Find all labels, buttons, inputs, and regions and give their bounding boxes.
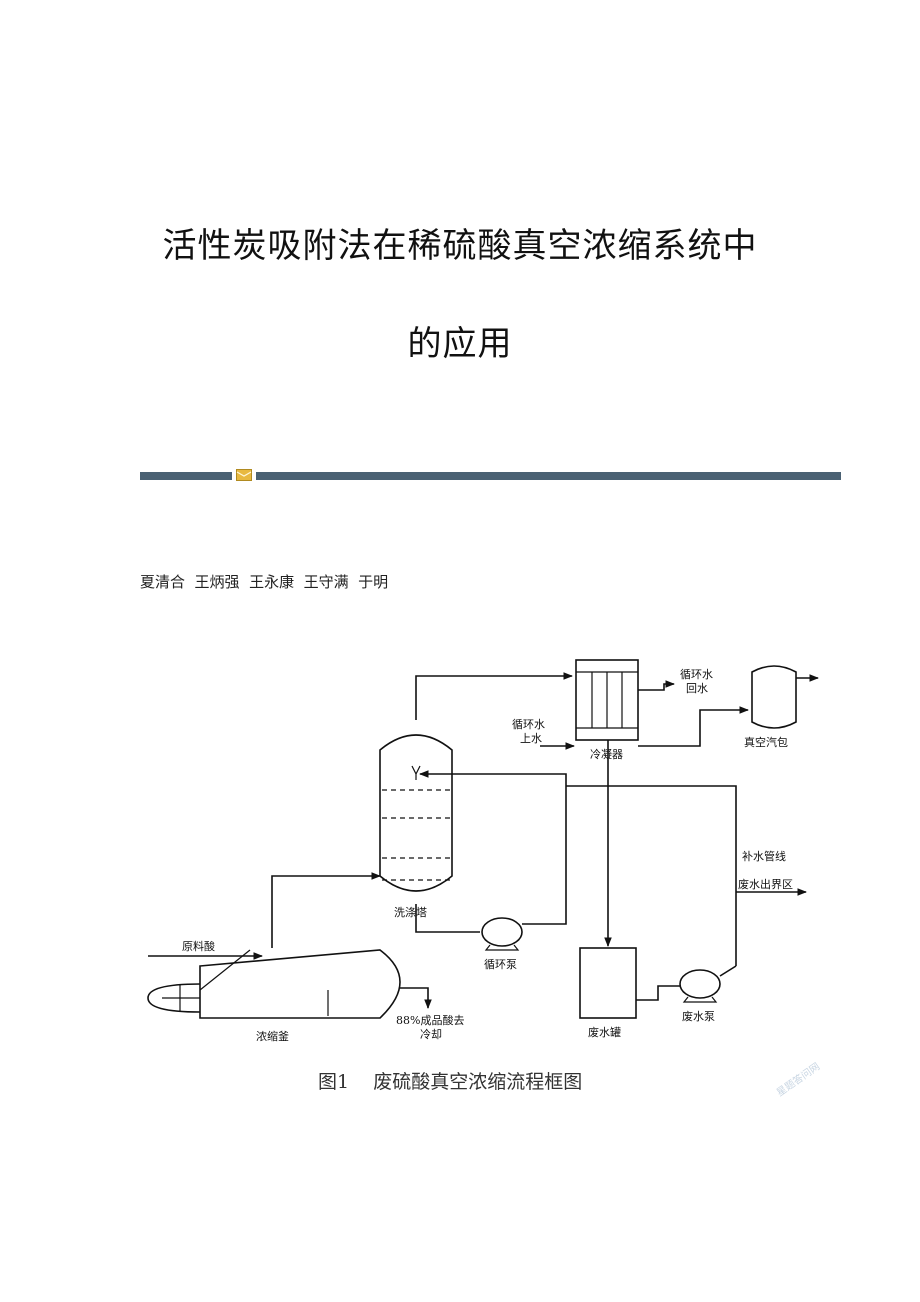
label-product-line2: 冷却 <box>420 1028 442 1041</box>
label-makeup-line: 补水管线 <box>742 849 786 863</box>
condenser <box>575 659 639 741</box>
label-cooling-supply-1: 循环水 <box>512 718 545 731</box>
watermark: 星题答问网 <box>774 1060 822 1099</box>
waste-transfer-line <box>636 985 680 1001</box>
scrubber-overhead-line <box>415 672 573 720</box>
label-raw-acid: 原料酸 <box>182 939 215 953</box>
figure-caption: 图1 废硫酸真空浓缩流程框图 <box>318 1071 582 1093</box>
label-waste-tank: 废水罐 <box>588 1025 621 1039</box>
concentrator-vessel <box>199 949 401 1019</box>
makeup-water-line <box>566 785 737 966</box>
title-line-1: 活性炭吸附法在稀硫酸真空浓缩系统中 <box>162 226 758 266</box>
label-cooling-return-2: 回水 <box>686 682 708 695</box>
divider-left <box>140 472 232 480</box>
divider-right <box>256 472 841 480</box>
label-circulation-pump: 循环泵 <box>484 958 517 971</box>
cooling-water-return-line <box>638 680 675 691</box>
vacuum-line <box>638 706 749 747</box>
label-vacuum-drum: 真空汽包 <box>744 735 788 749</box>
label-concentrator: 浓缩釜 <box>256 1029 289 1043</box>
product-acid-line <box>400 987 432 1009</box>
circulation-return-line <box>419 770 567 925</box>
concentrator-head <box>147 983 201 1013</box>
waste-pump <box>679 969 721 999</box>
scrubber-bottom-line <box>415 904 480 933</box>
scrubber-tower <box>379 734 453 892</box>
label-condenser: 冷凝器 <box>590 747 623 761</box>
process-flow-diagram: 原料酸 浓缩釜 88%成品酸去 冷却 洗涤塔 循环泵 冷凝器 循环水 回水 循环… <box>147 659 822 1099</box>
label-cooling-supply-2: 上水 <box>520 732 542 745</box>
envelope-icon <box>236 469 252 481</box>
author-list: 夏清合 王炳强 王永康 王守满 于明 <box>140 573 389 591</box>
vacuum-drum <box>751 665 797 729</box>
label-waste-pump: 废水泵 <box>682 1009 715 1023</box>
vapor-line <box>271 872 381 948</box>
circulation-pump <box>481 917 523 947</box>
label-scrubber: 洗涤塔 <box>394 905 427 919</box>
waste-tank <box>579 947 637 1019</box>
label-cooling-return-1: 循环水 <box>680 668 713 681</box>
label-wastewater-out: 废水出界区 <box>738 877 793 891</box>
label-product-line1: 88%成品酸去 <box>396 1013 464 1027</box>
title-line-2: 的应用 <box>407 324 513 364</box>
